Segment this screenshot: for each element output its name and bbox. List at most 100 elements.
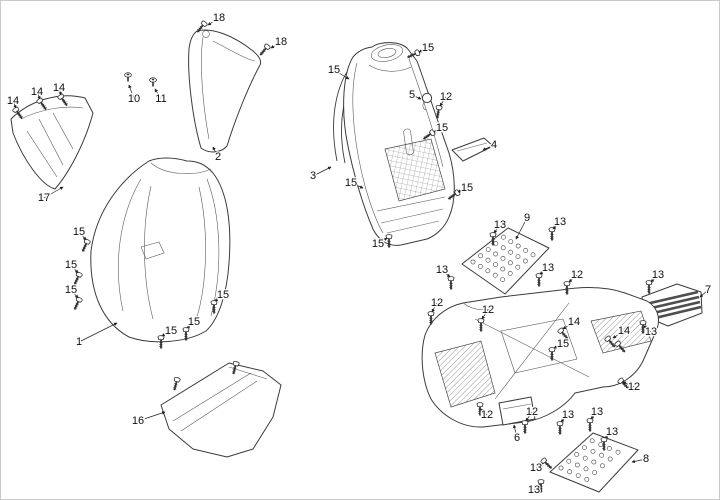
callout-leader <box>493 224 501 234</box>
plate-hole <box>575 473 581 478</box>
callout-label-18: 18 <box>213 12 225 24</box>
plate-hole <box>508 249 513 255</box>
callout-leader <box>43 186 64 199</box>
callout-label-13: 13 <box>652 269 664 281</box>
callout-leader <box>78 322 118 343</box>
callout-leader <box>480 408 488 416</box>
callout-label-15: 15 <box>217 289 229 301</box>
part-4 <box>451 137 494 162</box>
part-2 <box>188 29 262 153</box>
plate-hole <box>492 262 498 267</box>
plate-hole <box>607 445 612 451</box>
plate-hole <box>591 459 597 465</box>
callout-leader <box>515 217 528 240</box>
callout-label-15: 15 <box>165 325 177 337</box>
plate-hole <box>493 251 498 257</box>
plate-hole <box>615 449 621 455</box>
callout-leader <box>214 294 224 302</box>
callout-leader <box>439 96 447 107</box>
plate-hole <box>485 268 491 274</box>
callout-label-6: 6 <box>514 432 520 444</box>
callout-label-15: 15 <box>73 226 85 238</box>
callout-label-17: 17 <box>38 192 50 204</box>
plate-hole <box>583 466 589 472</box>
plate-hole <box>590 448 596 454</box>
callout-leader <box>70 289 79 299</box>
screw-icon <box>170 376 182 392</box>
callout-leader <box>128 84 135 100</box>
plate-hole <box>558 465 564 471</box>
callout-label-4: 4 <box>491 139 497 151</box>
screw-icon <box>257 42 272 58</box>
callout-label-13: 13 <box>591 406 603 418</box>
callout-leader <box>643 325 652 333</box>
callout-label-3: 3 <box>310 170 316 182</box>
callout-label-1: 1 <box>76 336 82 348</box>
callout-leader <box>457 187 468 193</box>
callout-label-15: 15 <box>328 64 340 76</box>
plate-hole <box>530 252 536 258</box>
callout-label-13: 13 <box>562 409 574 421</box>
callout-leader <box>650 274 659 283</box>
callout-leader <box>212 146 219 158</box>
callout-label-12: 12 <box>526 406 538 418</box>
plate-hole <box>575 462 580 468</box>
callout-label-15: 15 <box>65 259 77 271</box>
callout-label-13: 13 <box>542 262 554 274</box>
plate-hole <box>500 234 506 240</box>
screw-icon <box>521 419 529 435</box>
callout-label-15: 15 <box>436 122 448 134</box>
callout-leader <box>539 267 549 275</box>
callout-label-2: 2 <box>215 151 221 163</box>
callout-label-14: 14 <box>53 82 65 94</box>
callout-label-10: 10 <box>128 93 140 105</box>
callout-leader <box>568 274 578 283</box>
callout-leader <box>535 462 544 469</box>
plate-hole <box>515 254 521 259</box>
callout-leader <box>699 289 709 298</box>
callout-label-14: 14 <box>568 316 580 328</box>
plate-hole <box>515 264 521 270</box>
plate-hole <box>477 263 483 269</box>
callout-leader <box>533 483 542 491</box>
callout-leader <box>377 237 388 245</box>
callout-leader <box>431 302 438 313</box>
callout-leader <box>333 69 350 80</box>
plate-hole <box>507 270 513 276</box>
plate-hole <box>500 255 506 261</box>
plate-hole <box>515 243 521 249</box>
callout-leader <box>562 321 575 330</box>
plate-hole <box>599 452 604 458</box>
callout-leader <box>512 424 518 439</box>
callout-label-15: 15 <box>557 338 569 350</box>
callout-label-13: 13 <box>530 462 542 474</box>
plate-hole <box>582 455 588 461</box>
callout-leader <box>78 231 87 241</box>
part-3 <box>333 42 455 246</box>
screw-icon <box>535 272 543 288</box>
plate-hole <box>523 258 528 264</box>
floor-panel <box>421 287 660 428</box>
plate-hole <box>485 257 491 263</box>
plate-hole <box>492 272 498 278</box>
callout-leader <box>207 17 220 26</box>
plate-hole <box>500 266 506 272</box>
callout-label-12: 12 <box>482 304 494 316</box>
callout-label-14: 14 <box>7 95 19 107</box>
callout-label-12: 12 <box>571 269 583 281</box>
callout-label-12: 12 <box>440 91 452 103</box>
callout-leader <box>411 94 422 100</box>
part-17 <box>10 95 94 190</box>
screw-icon <box>556 420 564 436</box>
callout-leader <box>154 88 162 100</box>
callout-label-13: 13 <box>528 484 540 496</box>
plate-hole <box>566 458 572 464</box>
plate-hole <box>485 247 491 252</box>
callout-label-5: 5 <box>409 89 415 101</box>
plate-hole <box>589 438 595 444</box>
callout-label-15: 15 <box>345 177 357 189</box>
callout-label-12: 12 <box>628 381 640 393</box>
callout-leader <box>350 182 364 189</box>
